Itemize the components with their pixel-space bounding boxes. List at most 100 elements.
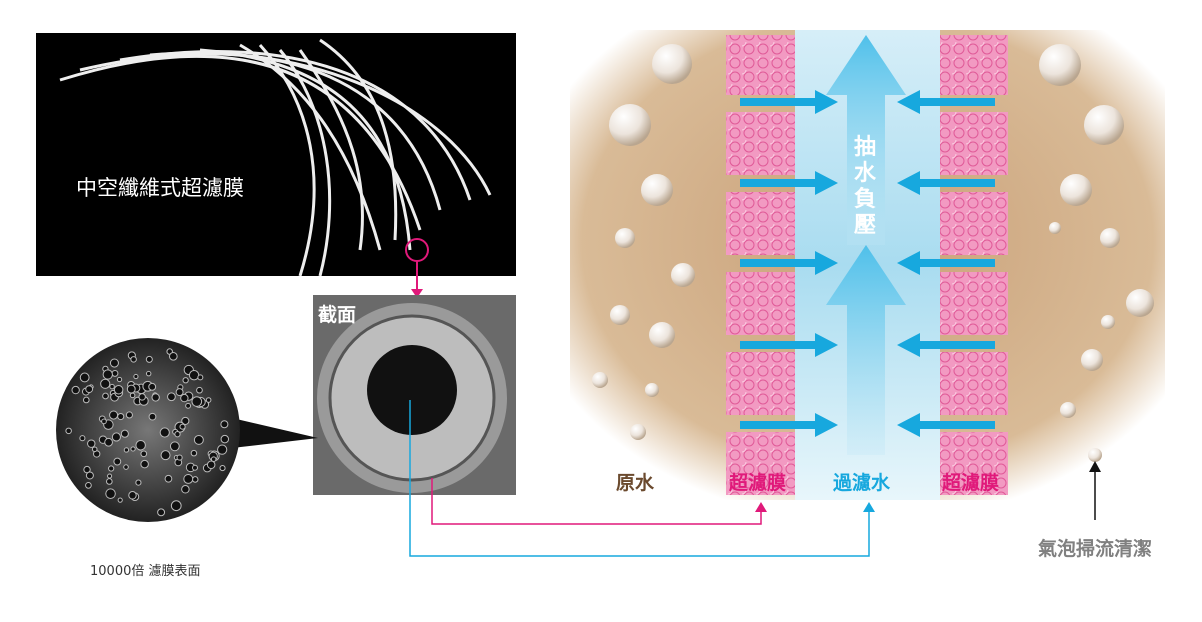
pore xyxy=(191,450,197,456)
bubble xyxy=(1060,402,1076,418)
label-membrane-right: 超濾膜 xyxy=(942,468,999,495)
pore xyxy=(160,428,169,437)
pore xyxy=(139,394,145,400)
pore xyxy=(106,489,116,499)
pore xyxy=(86,386,93,393)
pore xyxy=(109,466,114,471)
pore xyxy=(149,413,156,420)
pore xyxy=(118,498,122,502)
pore xyxy=(161,451,170,460)
bubble xyxy=(615,228,635,248)
pore xyxy=(171,501,181,511)
bubble xyxy=(1100,228,1120,248)
pore xyxy=(183,378,188,383)
bubble xyxy=(610,305,630,325)
pore xyxy=(86,482,92,488)
membrane-block xyxy=(726,112,795,175)
pore xyxy=(118,413,124,419)
pore xyxy=(101,379,110,388)
pore xyxy=(110,359,118,367)
pore xyxy=(141,451,147,457)
photo-title: 中空纖維式超濾膜 xyxy=(76,172,244,202)
pore xyxy=(189,371,198,380)
bubble xyxy=(1088,448,1102,462)
membrane-block xyxy=(940,192,1008,255)
pore xyxy=(108,474,112,478)
bubble xyxy=(592,372,608,388)
pore xyxy=(66,428,72,434)
pore xyxy=(88,440,95,447)
pore xyxy=(136,441,145,450)
pore xyxy=(194,435,203,444)
pore xyxy=(131,447,135,451)
pore xyxy=(80,436,85,441)
pore xyxy=(114,386,123,395)
pore xyxy=(121,430,128,437)
pore xyxy=(221,435,228,442)
pore xyxy=(112,370,118,376)
membrane-block xyxy=(940,112,1008,175)
pore xyxy=(182,486,190,494)
label-raw-water: 原水 xyxy=(616,468,654,495)
membrane-surface-image xyxy=(56,338,240,522)
pore xyxy=(218,445,227,454)
pore xyxy=(117,377,121,381)
membrane-block xyxy=(940,35,1008,95)
membrane-block xyxy=(726,35,795,95)
pore xyxy=(131,357,137,363)
pore xyxy=(146,371,150,375)
pore xyxy=(141,460,148,467)
pore xyxy=(124,465,129,470)
pore xyxy=(112,433,120,441)
pore xyxy=(169,352,177,360)
pore xyxy=(175,431,180,436)
pore xyxy=(105,438,113,446)
pore xyxy=(197,387,203,393)
pore xyxy=(181,394,188,401)
pore xyxy=(103,370,112,379)
pore xyxy=(80,373,89,382)
magnifier-caption: 10000倍 濾膜表面 xyxy=(90,560,201,579)
pore xyxy=(103,393,109,399)
pore xyxy=(102,419,107,424)
pore xyxy=(83,397,89,403)
magnifier-pointer xyxy=(232,418,318,448)
bubble xyxy=(1101,315,1115,329)
pore xyxy=(146,356,152,362)
pore xyxy=(134,374,138,378)
pore xyxy=(110,411,118,419)
bubble xyxy=(1081,349,1103,371)
pore xyxy=(168,393,176,401)
bubble xyxy=(641,174,673,206)
pore xyxy=(207,461,215,469)
pore xyxy=(165,475,172,482)
bubble xyxy=(1084,105,1124,145)
label-suction: 抽水負壓 xyxy=(854,135,878,239)
pore xyxy=(129,492,136,499)
pore xyxy=(86,472,93,479)
pore xyxy=(127,385,135,393)
label-membrane-left: 超濾膜 xyxy=(729,468,786,495)
pore xyxy=(192,477,198,483)
pore xyxy=(152,394,159,401)
bubble xyxy=(1039,44,1081,86)
cross-section-title: 截面 xyxy=(318,300,356,327)
membrane-block xyxy=(940,272,1008,335)
bubble xyxy=(645,383,659,397)
label-filtered-water: 過濾水 xyxy=(833,468,890,495)
pore xyxy=(170,442,179,451)
pore xyxy=(130,393,135,398)
pore xyxy=(136,480,141,485)
pore xyxy=(198,375,203,380)
pore xyxy=(114,458,121,465)
membrane-block xyxy=(940,352,1008,415)
bubble xyxy=(1049,222,1061,234)
pore xyxy=(72,386,79,393)
pore xyxy=(110,384,114,388)
bubble xyxy=(671,263,695,287)
pore xyxy=(186,403,191,408)
pore xyxy=(158,509,165,516)
bubble xyxy=(652,44,692,84)
pore xyxy=(180,424,185,429)
